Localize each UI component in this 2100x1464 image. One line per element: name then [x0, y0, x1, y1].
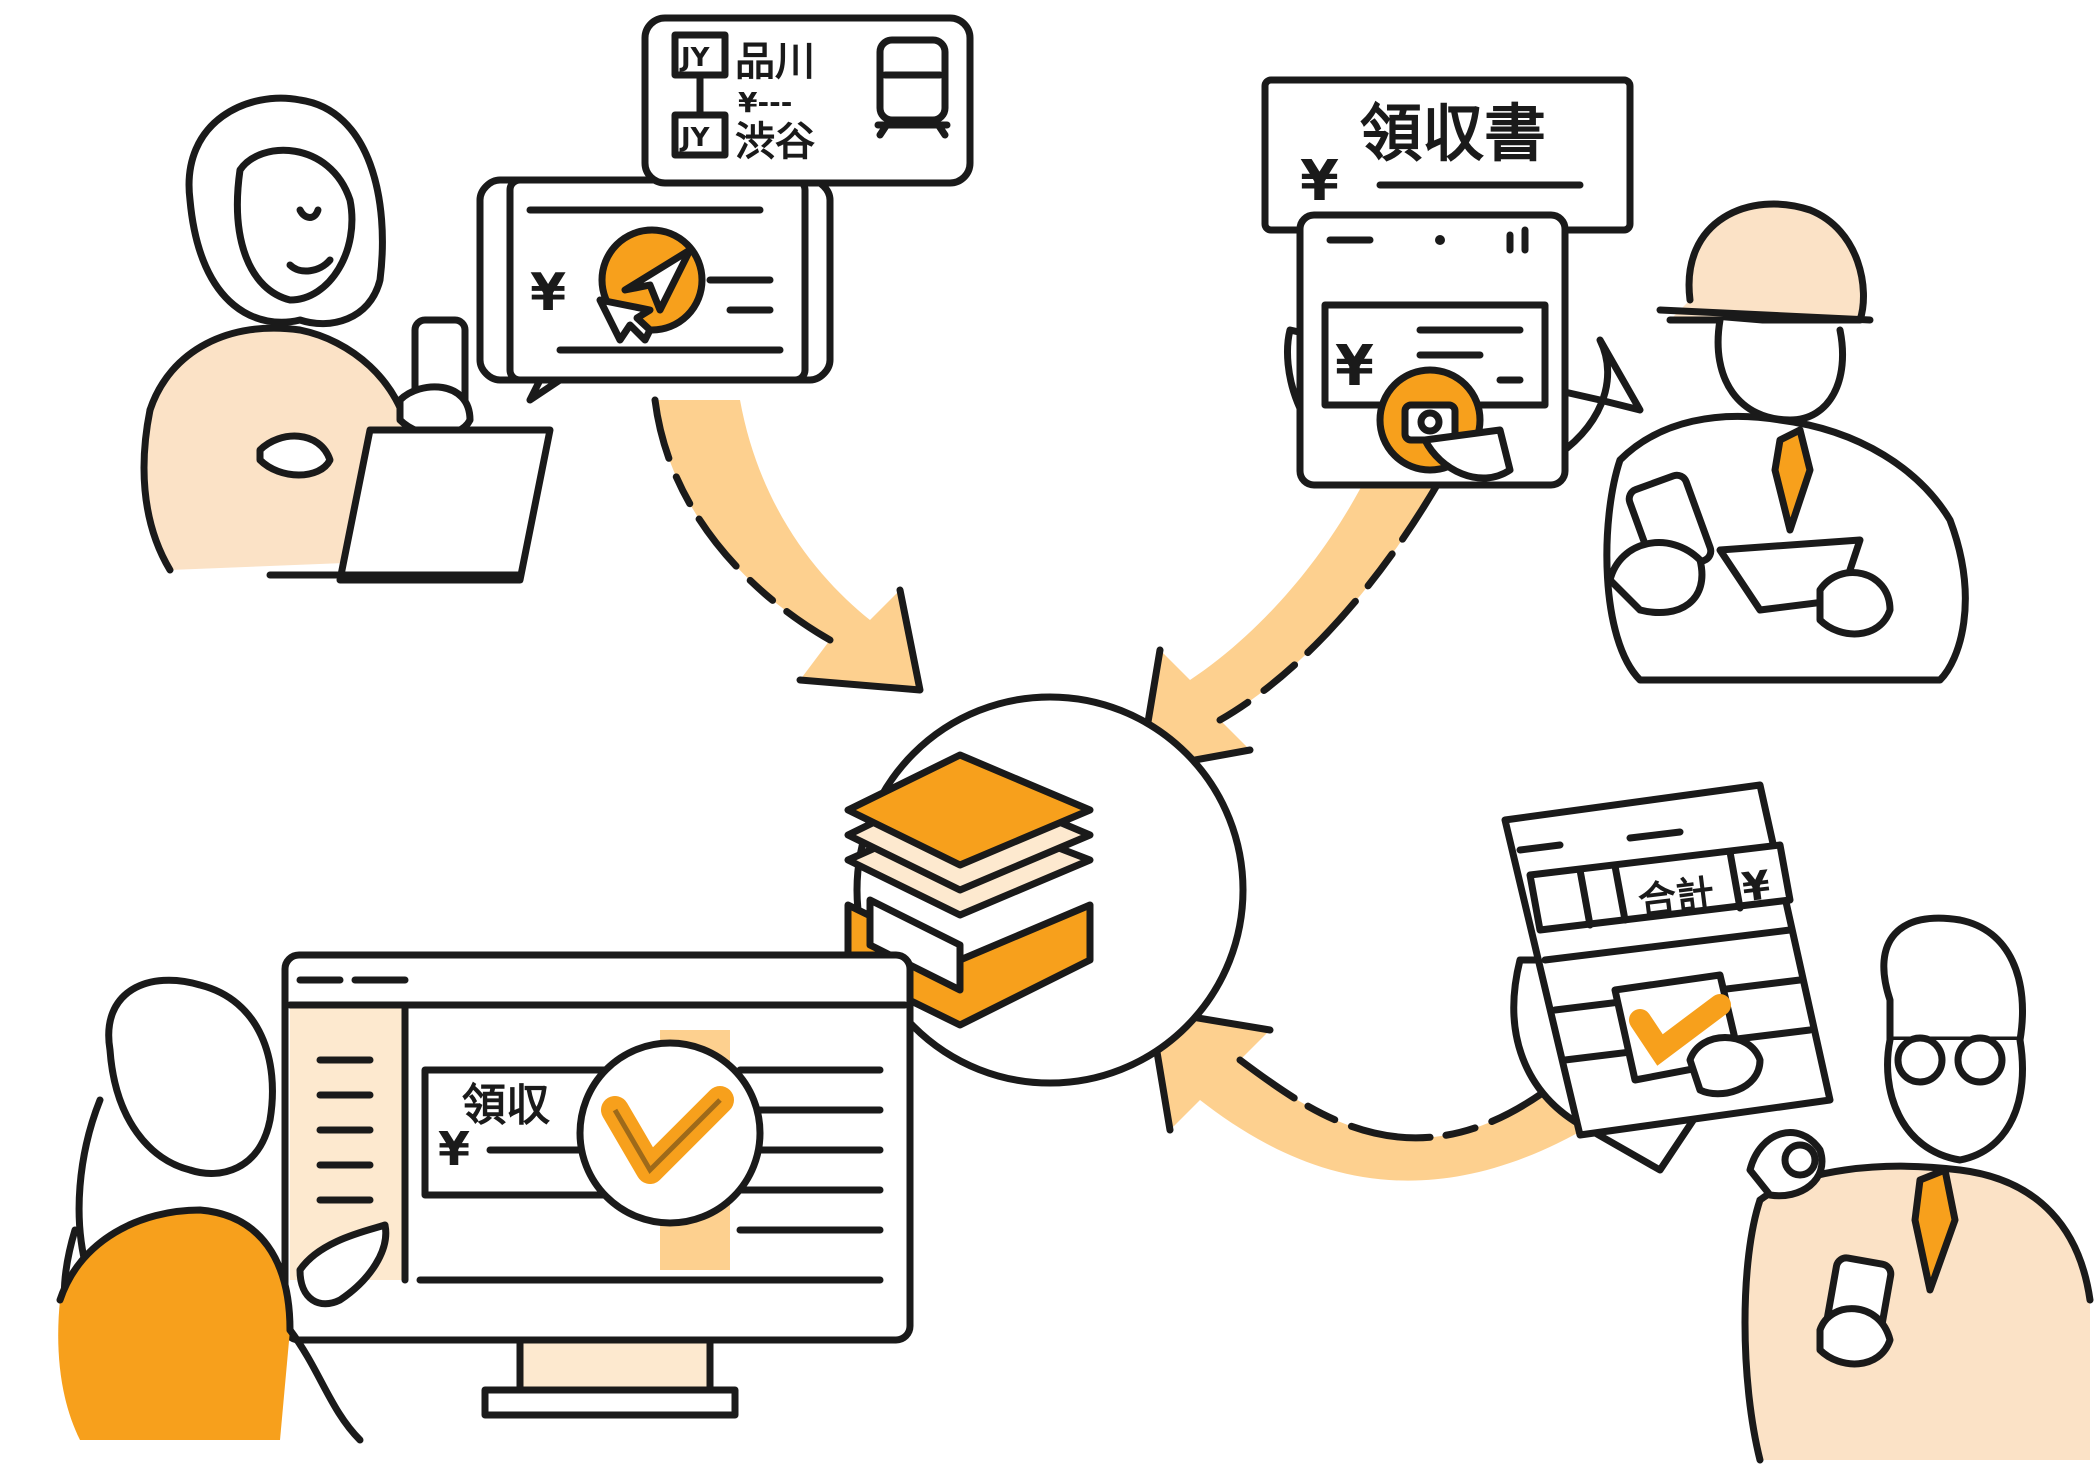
tablet-yen-label: ¥ — [530, 263, 566, 323]
check-icon — [1629, 994, 1731, 1066]
person-top-left — [140, 94, 554, 584]
layered-tray-icon — [844, 751, 1094, 1029]
line-badge-top: JY — [679, 43, 711, 73]
line-badge-bottom: JY — [679, 123, 711, 153]
arrow-top-right — [1136, 470, 1444, 774]
person-top-right — [1603, 200, 1969, 684]
receipt-card: 領収書 ¥ — [1261, 76, 1634, 234]
to-station: 渋谷 — [735, 119, 815, 165]
transit-card: JY JY 品川 ¥--- 渋谷 — [641, 14, 974, 187]
fare-text: ¥--- — [738, 86, 792, 119]
person-bottom-right — [1741, 914, 2094, 1464]
receipt-title: 領収書 — [1360, 97, 1546, 170]
camera-phone-bubble: ¥ — [1284, 211, 1644, 489]
arrow-top-left — [651, 396, 924, 694]
monitor-receipt-yen: ¥ — [438, 1122, 470, 1176]
monitor-receipt-title: 領収 — [462, 1080, 550, 1131]
phone-yen: ¥ — [1335, 334, 1374, 399]
cursor-icon — [596, 296, 654, 344]
approval-check-icon — [601, 1086, 734, 1184]
tablet-bubble: ¥ — [476, 176, 834, 404]
spreadsheet-yen-header: ¥ — [1740, 862, 1773, 911]
spreadsheet-total-header: 合計 — [1636, 871, 1717, 924]
monitor: 領収 ¥ — [281, 951, 914, 1419]
central-hub — [844, 693, 1247, 1087]
person-bottom-left — [56, 976, 390, 1444]
receipt-yen: ¥ — [1300, 149, 1339, 214]
train-icon — [874, 36, 951, 139]
spreadsheet-bubble: 合計 ¥ — [1501, 781, 1834, 1174]
from-station: 品川 — [735, 39, 815, 85]
send-icon — [621, 246, 694, 314]
